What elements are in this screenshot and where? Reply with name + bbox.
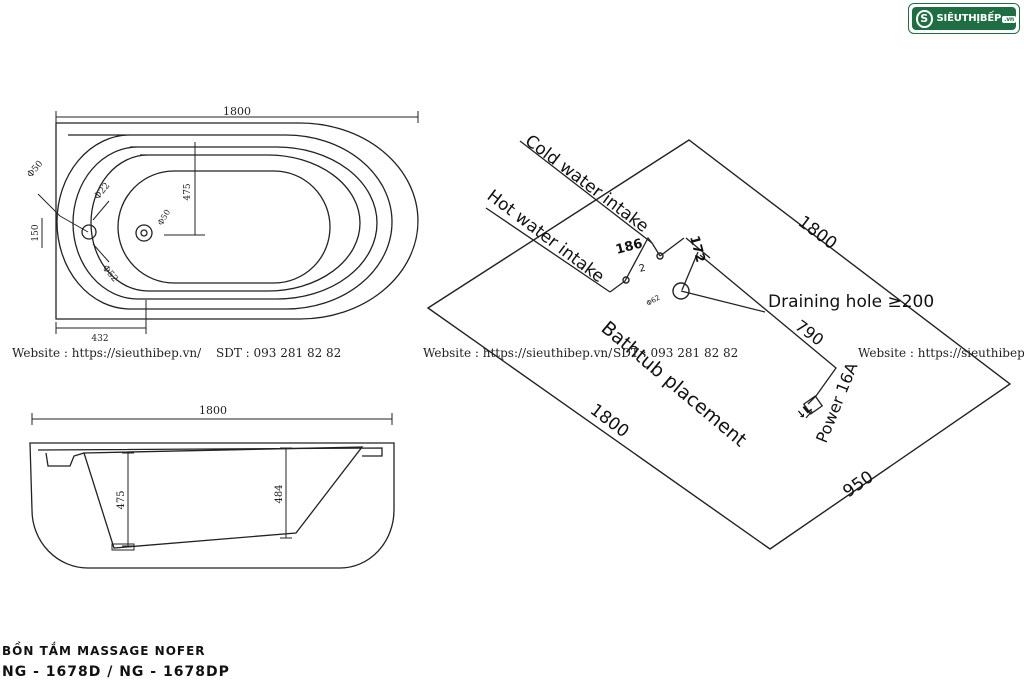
side-view [29,413,395,569]
dim-172-label: 172 [686,234,708,264]
brand-logo-inner: S SIÊUTHỊBẾP.vn [912,7,1016,30]
placement-view [426,139,1012,550]
dim-2-label: 2 [638,263,647,275]
tub-outline [55,122,419,320]
tub-side-inner [83,446,364,549]
side-length-label: 1800 [199,404,227,417]
tub-rim-2 [72,146,378,300]
floor-outline [426,139,1012,550]
tub-rim-1 [56,134,393,310]
watermark-website-3: Website : https://sieuthibep. [858,346,1024,360]
top-hole-c-label: Φ52 [100,264,120,285]
brand-name-text: SIÊUTHỊBẾP [936,13,1002,24]
drain-hole [135,224,153,242]
top-length-label: 1800 [223,105,251,118]
hot-water-label: Hot water intake [483,186,608,287]
drain-point [672,282,690,300]
brand-badge: .vn [1002,16,1016,23]
overflow-hole [81,224,97,240]
top-offset-label: 432 [91,334,108,344]
top-side-label: 150 [31,224,41,241]
side-outer-label: 484 [274,484,285,503]
brand-name: SIÊUTHỊBẾP.vn [937,13,1016,24]
top-drain-label: Φ50 [156,208,172,227]
brand-logo[interactable]: S SIÊUTHỊBẾP.vn [908,3,1020,34]
watermark-phone-1: SDT : 093 281 82 82 [216,346,342,360]
product-models: NG - 1678D / NG - 1678DP [2,664,230,680]
product-name: BỒN TẮM MASSAGE NOFER [2,644,206,658]
top-view [37,111,419,334]
tub-basin [117,170,331,284]
dim-186-label: 186 [614,236,644,258]
top-depth-label: 475 [183,183,193,200]
draining-hole-label: Draining hole ≥200 [768,292,934,312]
top-hole-a-label: Φ50 [26,159,46,180]
brand-mark-icon: S [916,9,933,28]
tub-side-outline [29,442,395,569]
watermark-website-2: Website : https://sieuthibep.vn/ [423,346,613,360]
plug-label: ↓L [794,402,815,422]
side-inner-label: 475 [116,490,127,509]
dim-790-label: 790 [792,316,828,350]
power-route [699,254,837,405]
top-hole-b-label: Φ22 [93,181,113,202]
tub-rim-3 [90,154,361,292]
placement-side-top-label: 1800 [794,212,841,254]
watermark-website-1: Website : https://sieuthibep.vn/ [12,346,202,360]
dim-d62-label: Φ62 [645,294,661,308]
watermark-phone-2: SDT : 093 281 82 82 [613,346,739,360]
